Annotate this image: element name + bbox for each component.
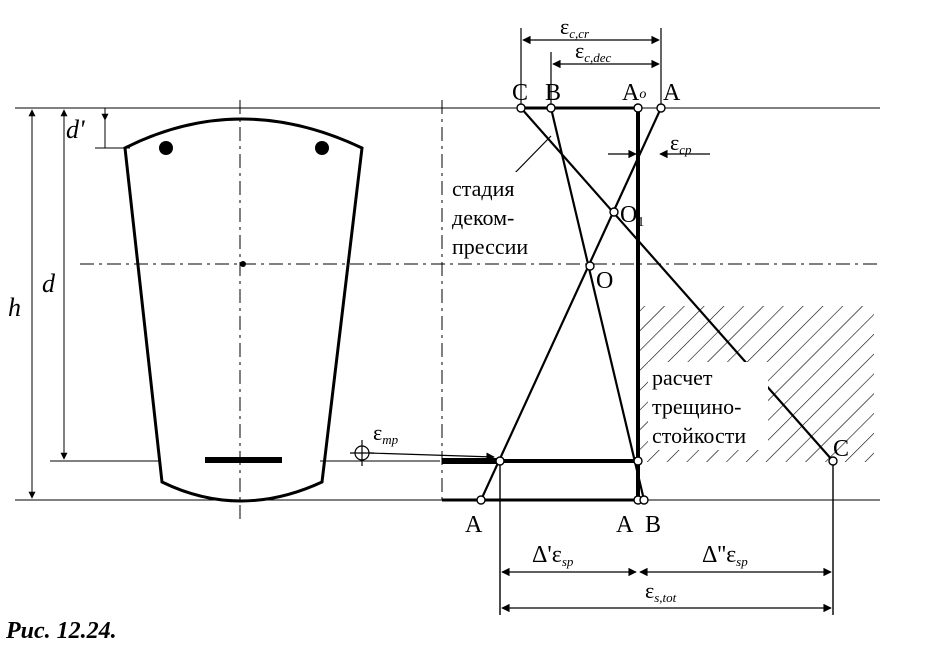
top-rebar-left [159,141,173,155]
profile-C-C [520,107,834,462]
svg-text:стадия: стадия [452,176,515,201]
e-cp-label: εcp [670,130,692,157]
node-O1 [609,207,619,217]
node-C-rebar [828,456,838,466]
node-O [585,261,595,271]
crack-resistance-label: расчет трещино- стойкости [648,362,768,450]
decompression-leader [509,135,552,179]
point-label-A-bottom-mid: A [616,512,634,538]
node-B-bottom [639,495,649,505]
node-A-rebar [495,456,505,466]
top-rebar-right [315,141,329,155]
node-A-bottom [476,495,486,505]
strain-dimensions [501,28,832,613]
d-prime-label: d' [66,115,85,144]
svg-text:трещино-: трещино- [652,394,741,419]
e-mp-label: εmp [373,420,399,447]
e-mp-marker [350,440,495,466]
point-label-B-top: B [545,80,561,106]
figure-diagram: h d d' [8,14,880,615]
svg-text:стойкости: стойкости [652,423,746,448]
svg-text:прессии: прессии [452,234,528,259]
point-label-C-top: C [512,80,528,106]
node-A0-top [633,103,643,113]
cross-section [123,100,364,520]
svg-text:деком-: деком- [452,205,514,230]
point-label-A-top: A [663,80,681,106]
diagram-nodes [476,103,838,505]
figure-caption: Рис. 12.24. [6,618,117,644]
point-label-B-bottom: B [645,512,661,538]
strain-frame [441,100,642,502]
d1-e-sp-label: Δ'εsp [532,542,574,569]
d-label: d [42,269,56,298]
strain-profiles [480,107,834,615]
section-outline [123,117,364,503]
e-c-dec-label: εc,dec [575,38,612,65]
e-c-cr-label: εc,cr [560,14,590,41]
point-label-O: O [596,268,613,294]
section-center [240,261,246,267]
section-dimensions [28,108,130,499]
node-A0-rebar [633,456,643,466]
profile-A-A [480,107,662,501]
point-label-A-bottom: A [465,512,483,538]
profile-B-B [549,107,646,501]
h-label: h [8,293,21,322]
e-s-tot-label: εs,tot [645,578,677,605]
d2-e-sp-label: Δ''εsp [702,542,748,569]
svg-text:расчет: расчет [652,365,713,390]
point-label-A0-top: Ao [622,80,646,106]
point-label-O1: O1 [620,202,644,230]
point-label-C-rebar: C [833,436,849,462]
decompression-label: стадия деком- прессии [448,172,546,262]
